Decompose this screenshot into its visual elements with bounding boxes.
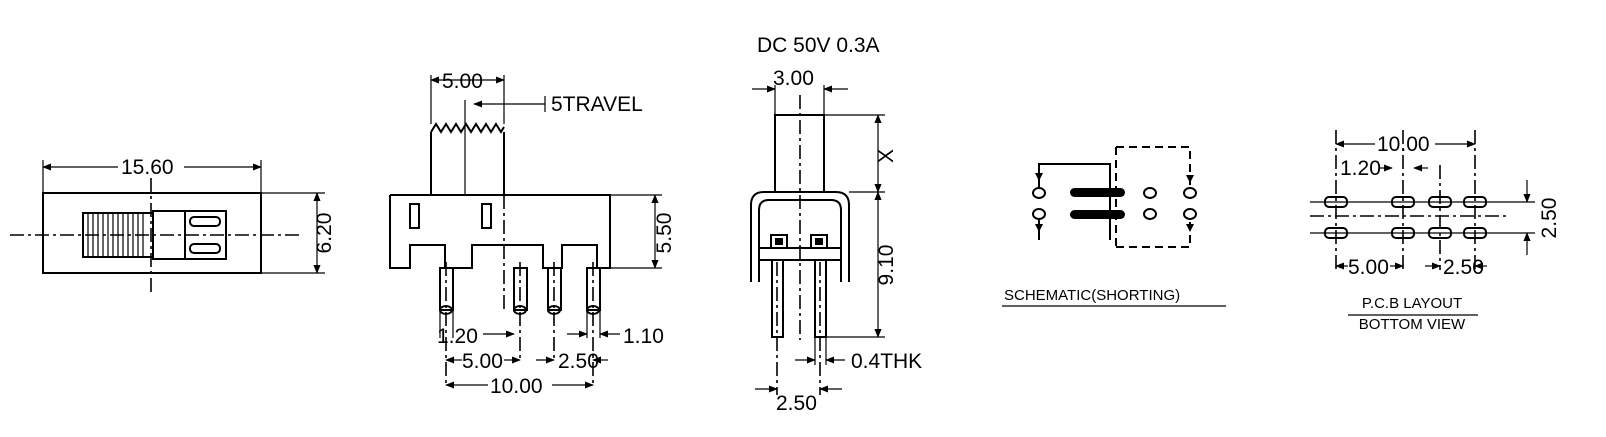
pcb-caption-line1: P.C.B LAYOUT [1362,295,1462,312]
pcb-pitch-b-label: 2.50 [1443,256,1484,279]
front-pitch-a-label: 5.00 [462,350,503,373]
schematic-caption: SCHEMATIC(SHORTING) [1004,287,1180,304]
front-pin-width-right-label: 1.10 [623,325,664,348]
knob-ribs [87,213,144,257]
rating-label: DC 50V 0.3A [757,34,880,57]
schematic: SCHEMATIC(SHORTING) [1002,146,1226,307]
front-total-span-label: 10.00 [490,375,543,398]
top-width-label: 15.60 [121,156,174,179]
pcb-pad-width-label: 1.20 [1340,157,1381,180]
travel-label: 5TRAVEL [551,93,643,116]
pcb-pitch-a-label: 5.00 [1348,256,1389,279]
side-actuator-height-label: X [875,149,898,163]
top-height-label: 6.20 [313,213,336,254]
pcb-row-pitch-label: 2.50 [1538,198,1561,239]
pcb-total-span-label: 10.00 [1377,133,1430,156]
side-pin-pitch-label: 2.50 [776,392,817,415]
front-body-height-label: 5.50 [653,213,676,254]
side-thickness-label: 0.4THK [851,350,922,373]
pcb-caption-line2: BOTTOM VIEW [1359,316,1466,333]
front-actuator-width-label: 5.00 [442,70,483,93]
front-pitch-b-label: 2.50 [558,350,599,373]
side-actuator-width-label: 3.00 [773,67,814,90]
top-view: 15.60 6.20 [10,156,336,292]
side-view: 3.00 X 9.10 0.4THK 2.50 [750,67,922,415]
front-view: 5.00 5TRAVEL 5.50 1.20 [389,70,676,398]
front-pin-width-label: 1.20 [437,325,478,348]
side-body-height-label: 9.10 [875,245,898,286]
pcb-layout: 10.00 1.20 5.00 2.50 2.50 P.C.B LAYOUT B… [1310,130,1561,333]
